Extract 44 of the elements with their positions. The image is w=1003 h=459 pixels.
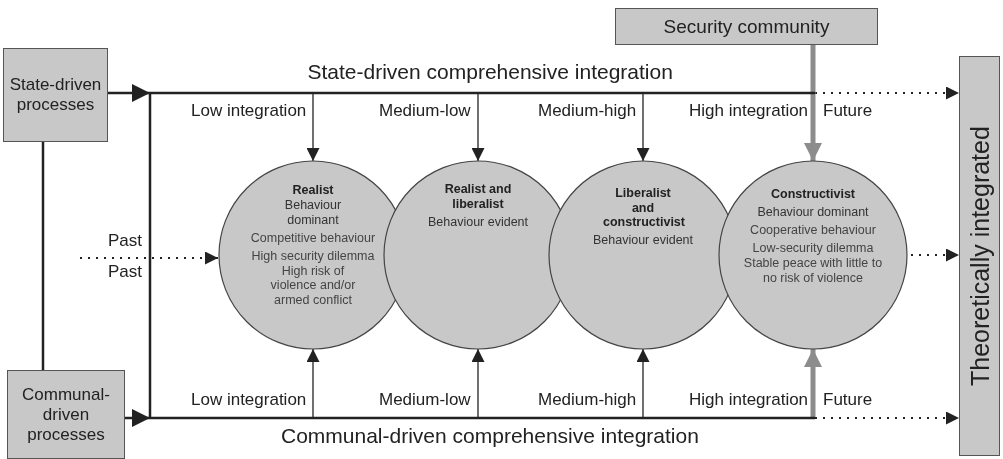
- arrow: [636, 348, 650, 419]
- stage-label: Future: [823, 390, 873, 409]
- stage-label: Low integration: [191, 101, 307, 120]
- stage-label: Medium-high: [538, 101, 637, 120]
- stage-label: Low integration: [191, 390, 307, 409]
- stage-label: Medium-high: [538, 390, 637, 409]
- arrow: [814, 411, 960, 425]
- arrow: [306, 348, 320, 419]
- circle-heading: Constructivist: [770, 187, 855, 202]
- circle-text: Behaviour evident: [592, 233, 694, 248]
- circle-text: Behaviour evident: [427, 214, 529, 229]
- circle-heading: Realist: [292, 183, 334, 198]
- circle-text: High security dilemma: [251, 248, 375, 263]
- arrow: [910, 248, 960, 262]
- stage-label: Past: [108, 231, 143, 250]
- stage-label: Medium-low: [379, 390, 471, 409]
- process-box: Communal-driven processes: [7, 370, 125, 459]
- stage-label: High integration: [689, 390, 809, 409]
- arrow: [636, 92, 650, 162]
- circle-text: Stable peace with little to no risk of violence: [743, 256, 883, 285]
- process-box: Security community: [615, 8, 878, 45]
- arrow: [471, 348, 485, 419]
- arrow: [79, 251, 219, 265]
- arrow: [814, 86, 960, 100]
- circle-heading: Liberalist and constructivist: [603, 186, 683, 230]
- timeline-title: State-driven comprehensive integration: [307, 60, 673, 84]
- stage-label: Past: [108, 262, 143, 281]
- process-box: Theoretically integrated: [959, 56, 1000, 456]
- arrow: [306, 92, 320, 162]
- arrow: [804, 45, 822, 161]
- circle-text: Behaviour dominant: [283, 198, 343, 227]
- circle-text: Cooperative behaviour: [750, 223, 876, 238]
- circle-text: High risk of violence and/or armed conflict: [269, 263, 357, 307]
- process-box: State-driven processes: [3, 48, 108, 142]
- stage-label: Medium-low: [379, 101, 471, 120]
- circle-text: Low-security dilemma: [752, 241, 874, 256]
- stage-label: High integration: [689, 101, 809, 120]
- timeline-title: Communal-driven comprehensive integration: [281, 424, 699, 448]
- stage-label: Future: [823, 101, 873, 120]
- circle-heading: Realist and liberalist: [443, 182, 513, 211]
- circle-text: Behaviour dominant: [757, 205, 869, 220]
- arrow: [471, 92, 485, 162]
- circle-text: Competitive behaviour: [250, 230, 376, 245]
- arrow: [804, 349, 822, 418]
